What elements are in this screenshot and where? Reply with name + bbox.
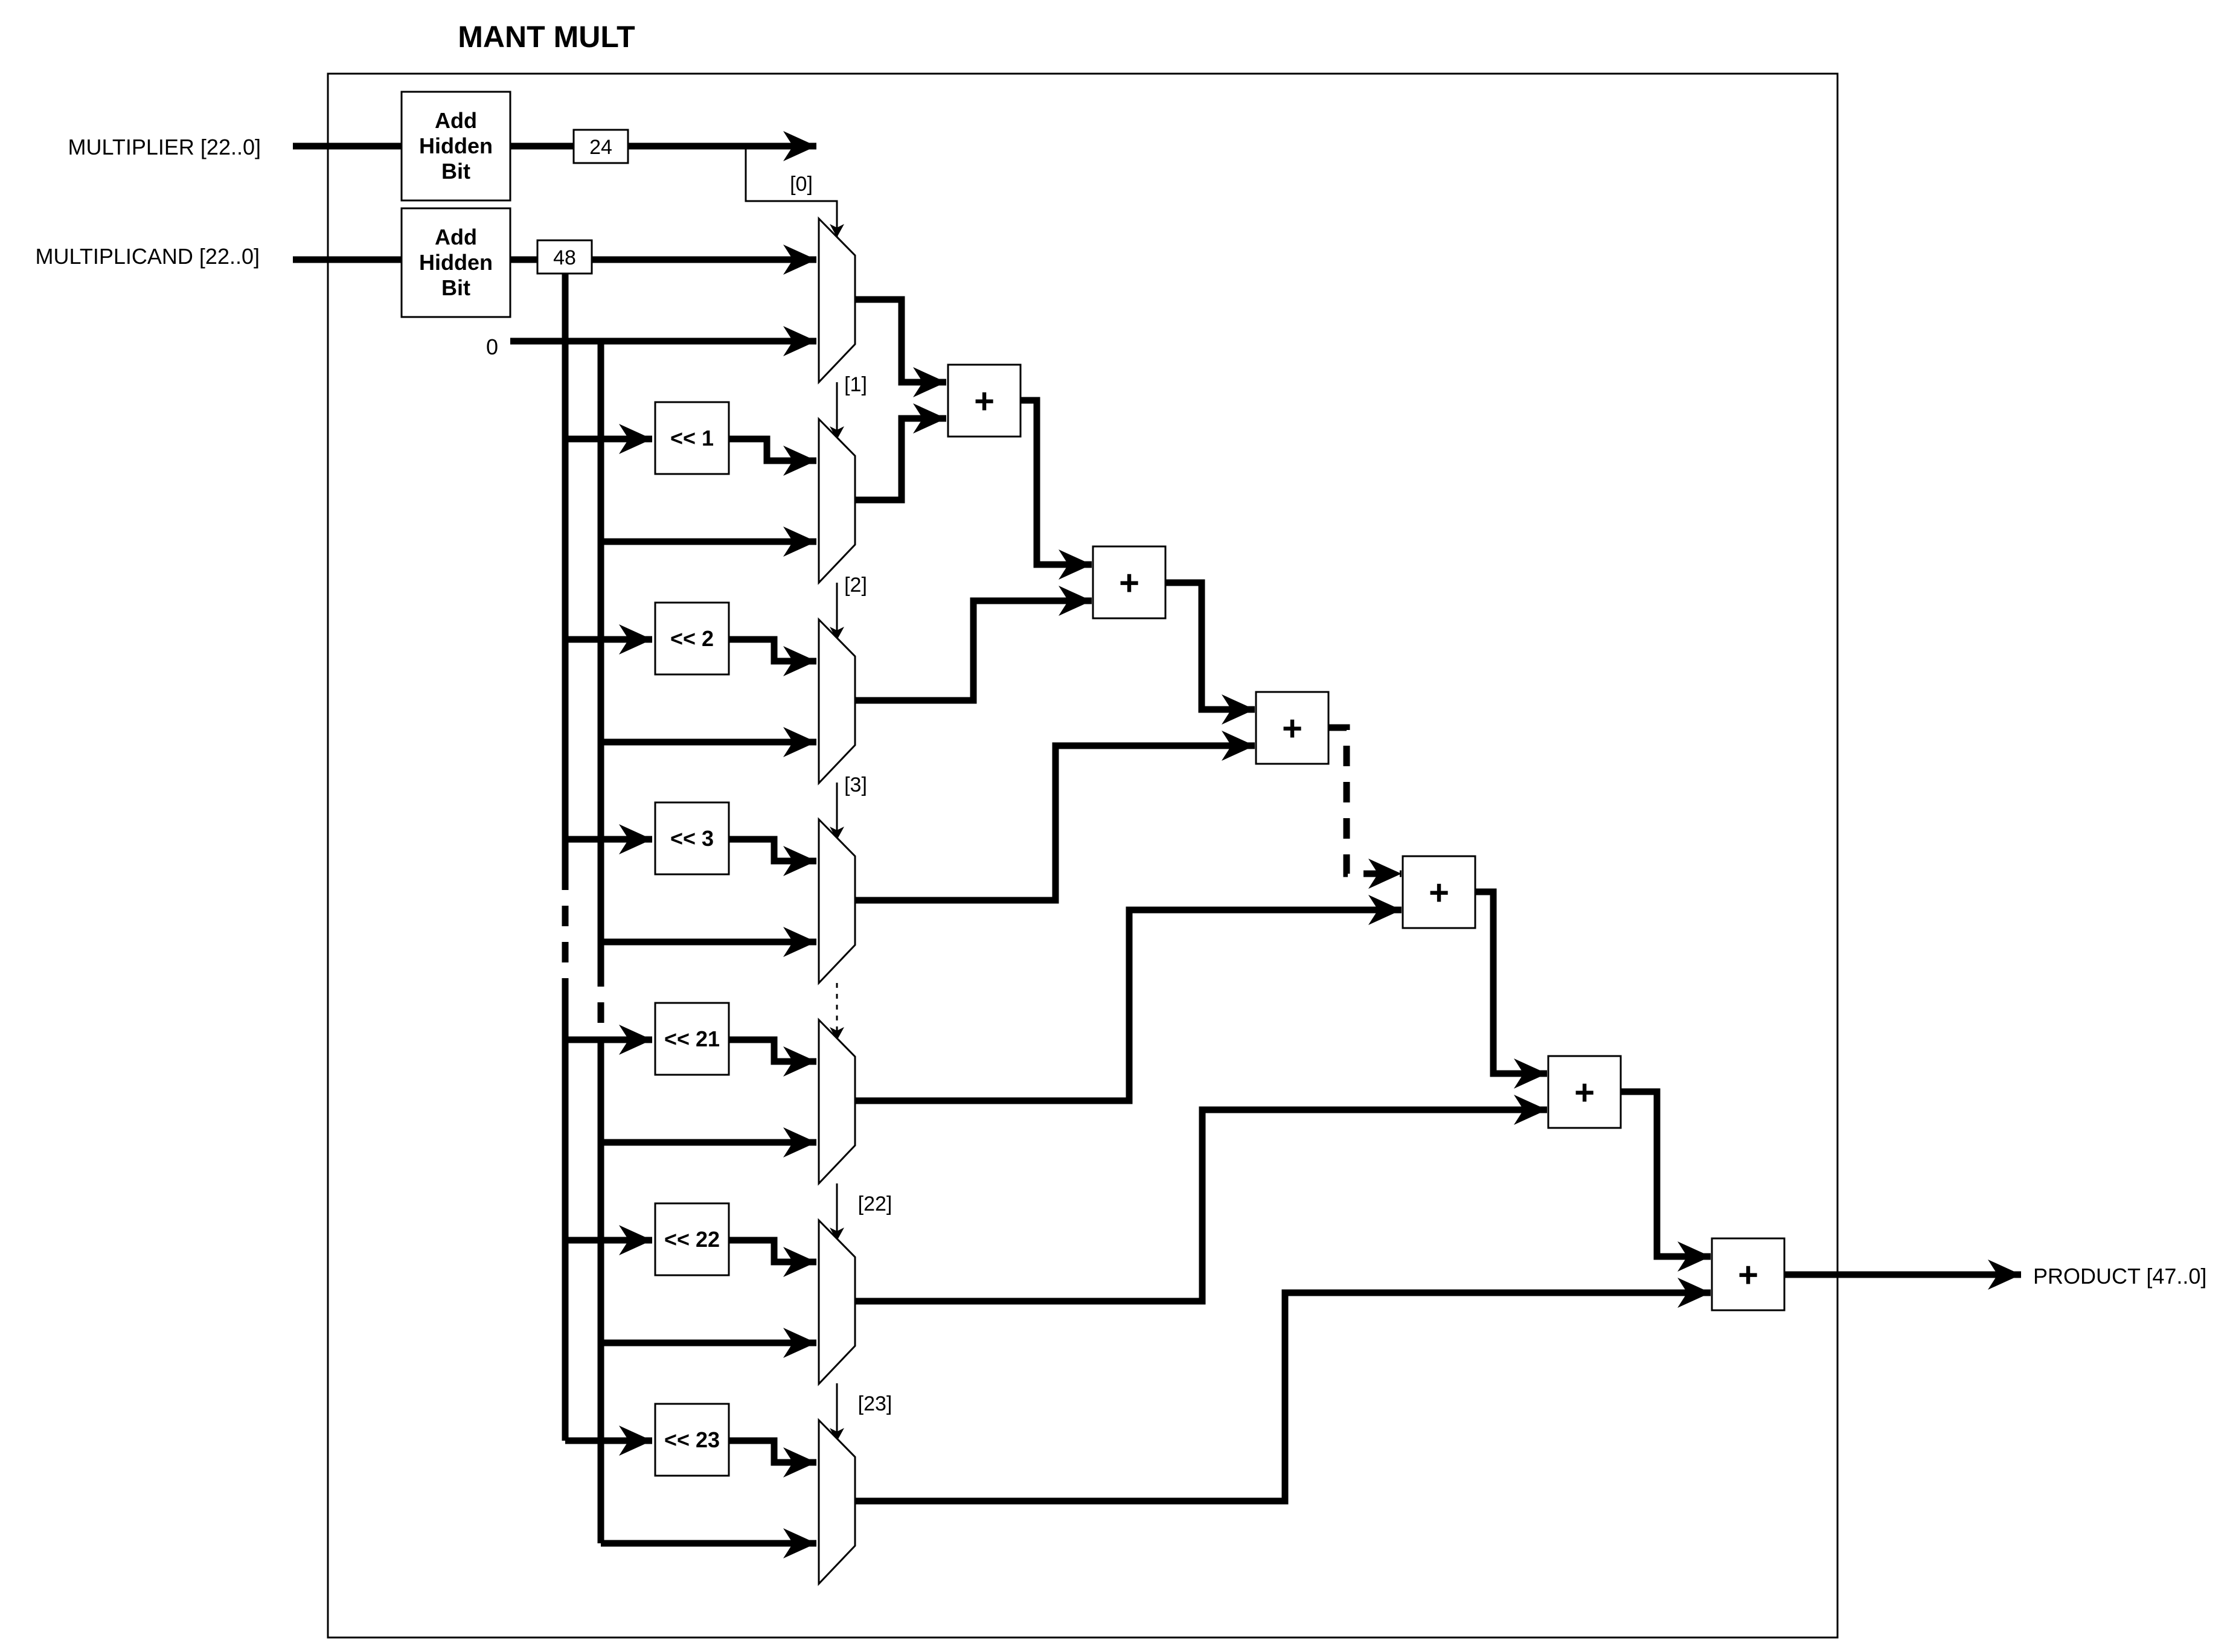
adder-plus: + [1282,709,1302,748]
mux-out-wire-2 [855,586,1092,704]
hidden-bit-text-line3: Bit [441,275,470,300]
adder-5: + [1547,1055,1622,1129]
product-output-label: PRODUCT [47..0] [2033,1264,2206,1289]
mux-2 [818,617,856,786]
mux-1 [818,417,856,585]
shift-block-3: << 3 [654,801,730,876]
mux-out-wire-0 [855,296,946,397]
select-bit-label-2: [2] [844,574,867,597]
adder-1: + [947,363,1022,438]
hidden-bit-text-line2: Hidden [419,250,493,275]
select-bit-label-1: [1] [844,373,867,396]
width-label-multiplicand: 48 [536,239,593,275]
diagram-title: MANT MULT [458,20,635,54]
select-bit-label-0: [0] [790,173,813,196]
mux-23 [818,1418,856,1586]
mux-out-wire-21 [855,895,1402,1104]
zero-constant-label: 0 [486,335,498,359]
shift-out-wire-21 [729,1036,816,1077]
shift-out-wire-23 [729,1437,816,1478]
shift-out-wire-1 [729,435,816,476]
add-hidden-bit-block-multiplier: Add Hidden Bit [400,91,511,202]
adder-chain-2-3 [1165,579,1255,725]
adder-plus: + [974,382,995,421]
select-bit-label-23: [23] [858,1392,892,1415]
adder-chain-4-5 [1475,888,1547,1089]
shift-label: << 2 [670,626,714,651]
adder-plus: + [1574,1073,1595,1112]
mux-22 [818,1218,856,1386]
shift-block-21: << 21 [654,1002,730,1076]
select-wire-0 [745,146,844,237]
hidden-bit-text-line3: Bit [441,159,470,184]
shift-out-wire-3 [729,836,816,876]
shift-out-wire-2 [729,636,816,676]
adder-plus: + [1429,873,1449,912]
mux-3 [818,817,856,985]
adder-plus: + [1119,563,1139,603]
adder-2: + [1092,545,1167,620]
mux-out-wire-23 [855,1278,1711,1505]
module-frame [327,72,1839,1639]
width-label-48: 48 [553,246,576,269]
multiplicand-input-label: MULTIPLICAND [22..0] [36,244,260,269]
wires [293,131,2021,1558]
adder-3: + [1255,691,1330,765]
shift-block-22: << 22 [654,1202,730,1276]
shift-block-23: << 23 [654,1403,730,1477]
adder-plus: + [1738,1255,1758,1295]
select-bit-label-22: [22] [858,1193,892,1215]
shift-block-1: << 1 [654,401,730,475]
width-label-multiplier: 24 [572,129,629,164]
shift-label: << 23 [664,1427,720,1452]
hidden-bit-text-line2: Hidden [419,133,493,158]
hidden-bit-text-line1: Add [435,225,477,249]
adder-chain-1-2 [1020,397,1092,580]
add-hidden-bit-block-multiplicand: Add Hidden Bit [400,207,511,318]
shift-label: << 3 [670,826,714,851]
mux-out-wire-1 [855,403,946,504]
shift-label: << 22 [664,1227,720,1252]
mux-out-wire-3 [855,731,1255,904]
mux-out-wire-22 [855,1095,1547,1305]
adder-chain-3-4 [1328,724,1402,889]
shift-label: << 21 [664,1026,720,1051]
adder-chain-5-6 [1621,1088,1711,1272]
shift-block-2: << 2 [654,601,730,676]
multiplier-input-label: MULTIPLIER [22..0] [68,135,261,159]
adder-6: + [1711,1237,1786,1311]
width-label-24: 24 [589,136,612,159]
shift-label: << 1 [670,426,714,450]
select-bit-label-3: [3] [844,773,867,796]
shift-out-wire-22 [729,1237,816,1277]
mux-21 [818,1017,856,1186]
adder-4: + [1402,855,1476,929]
hidden-bit-text-line1: Add [435,108,477,133]
mux-0 [818,216,856,385]
